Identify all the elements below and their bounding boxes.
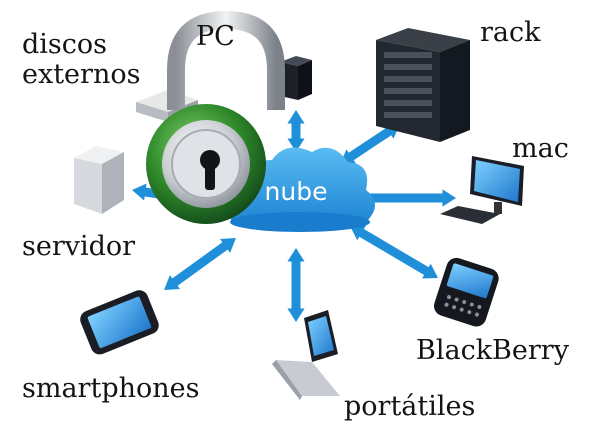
arrow-pc bbox=[287, 110, 305, 152]
monitor-icon bbox=[440, 156, 524, 224]
node-label-line: externos bbox=[22, 59, 141, 90]
arrow-portatiles bbox=[287, 248, 305, 322]
laptop-icon bbox=[272, 310, 340, 400]
node-label-smartphones: smartphones bbox=[22, 373, 200, 404]
blackberry-icon bbox=[433, 257, 499, 327]
node-label-rack: rack bbox=[480, 17, 541, 48]
node-label-servidor: servidor bbox=[22, 231, 136, 262]
padlock-icon bbox=[146, 10, 285, 224]
node-label-mac: mac bbox=[512, 133, 569, 164]
arrow-rack bbox=[340, 124, 400, 164]
server-rack-icon bbox=[376, 28, 470, 142]
node-label-portatiles: portátiles bbox=[344, 391, 476, 422]
arrow-blackberry bbox=[350, 225, 438, 279]
tower-server-icon bbox=[74, 146, 124, 214]
node-label-pc: PC bbox=[196, 21, 235, 52]
node-label-discos: discos externos bbox=[22, 30, 140, 90]
cloud-label: nube bbox=[265, 177, 328, 206]
smartphone-icon bbox=[80, 290, 159, 355]
arrow-smartphones bbox=[164, 238, 236, 290]
node-label-blackberry: BlackBerry bbox=[416, 335, 569, 366]
node-label-line: discos bbox=[22, 29, 108, 60]
